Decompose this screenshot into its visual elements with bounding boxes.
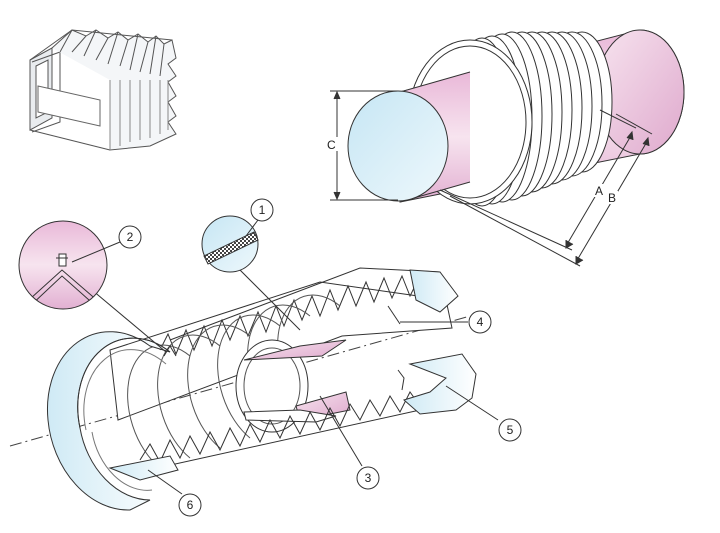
cylinder-bellows-illustration: C A B [326, 29, 685, 267]
dimension-label-b: B [608, 191, 616, 205]
center-axis [9, 315, 471, 447]
callout-1: 1 [250, 198, 274, 222]
dimension-label-a: A [595, 184, 603, 198]
detail-circle-material-layer [201, 215, 301, 331]
callout-5: 5 [498, 418, 522, 442]
rectangular-bellows-illustration [29, 29, 177, 151]
callout-6-label: 6 [187, 498, 194, 512]
cutaway-bellows-illustration [9, 267, 477, 511]
callout-3-label: 3 [365, 471, 372, 485]
callout-3: 3 [356, 466, 380, 490]
dimension-label-c: C [327, 138, 336, 152]
callout-5-label: 5 [507, 423, 514, 437]
callout-4-label: 4 [477, 315, 484, 329]
callout-2: 2 [118, 225, 142, 249]
callout-4: 4 [468, 310, 492, 334]
callout-leaders [71, 219, 499, 495]
callout-2-label: 2 [127, 230, 134, 244]
callout-6: 6 [178, 493, 202, 517]
callout-1-label: 1 [259, 203, 266, 217]
detail-circle-seam [18, 220, 167, 353]
